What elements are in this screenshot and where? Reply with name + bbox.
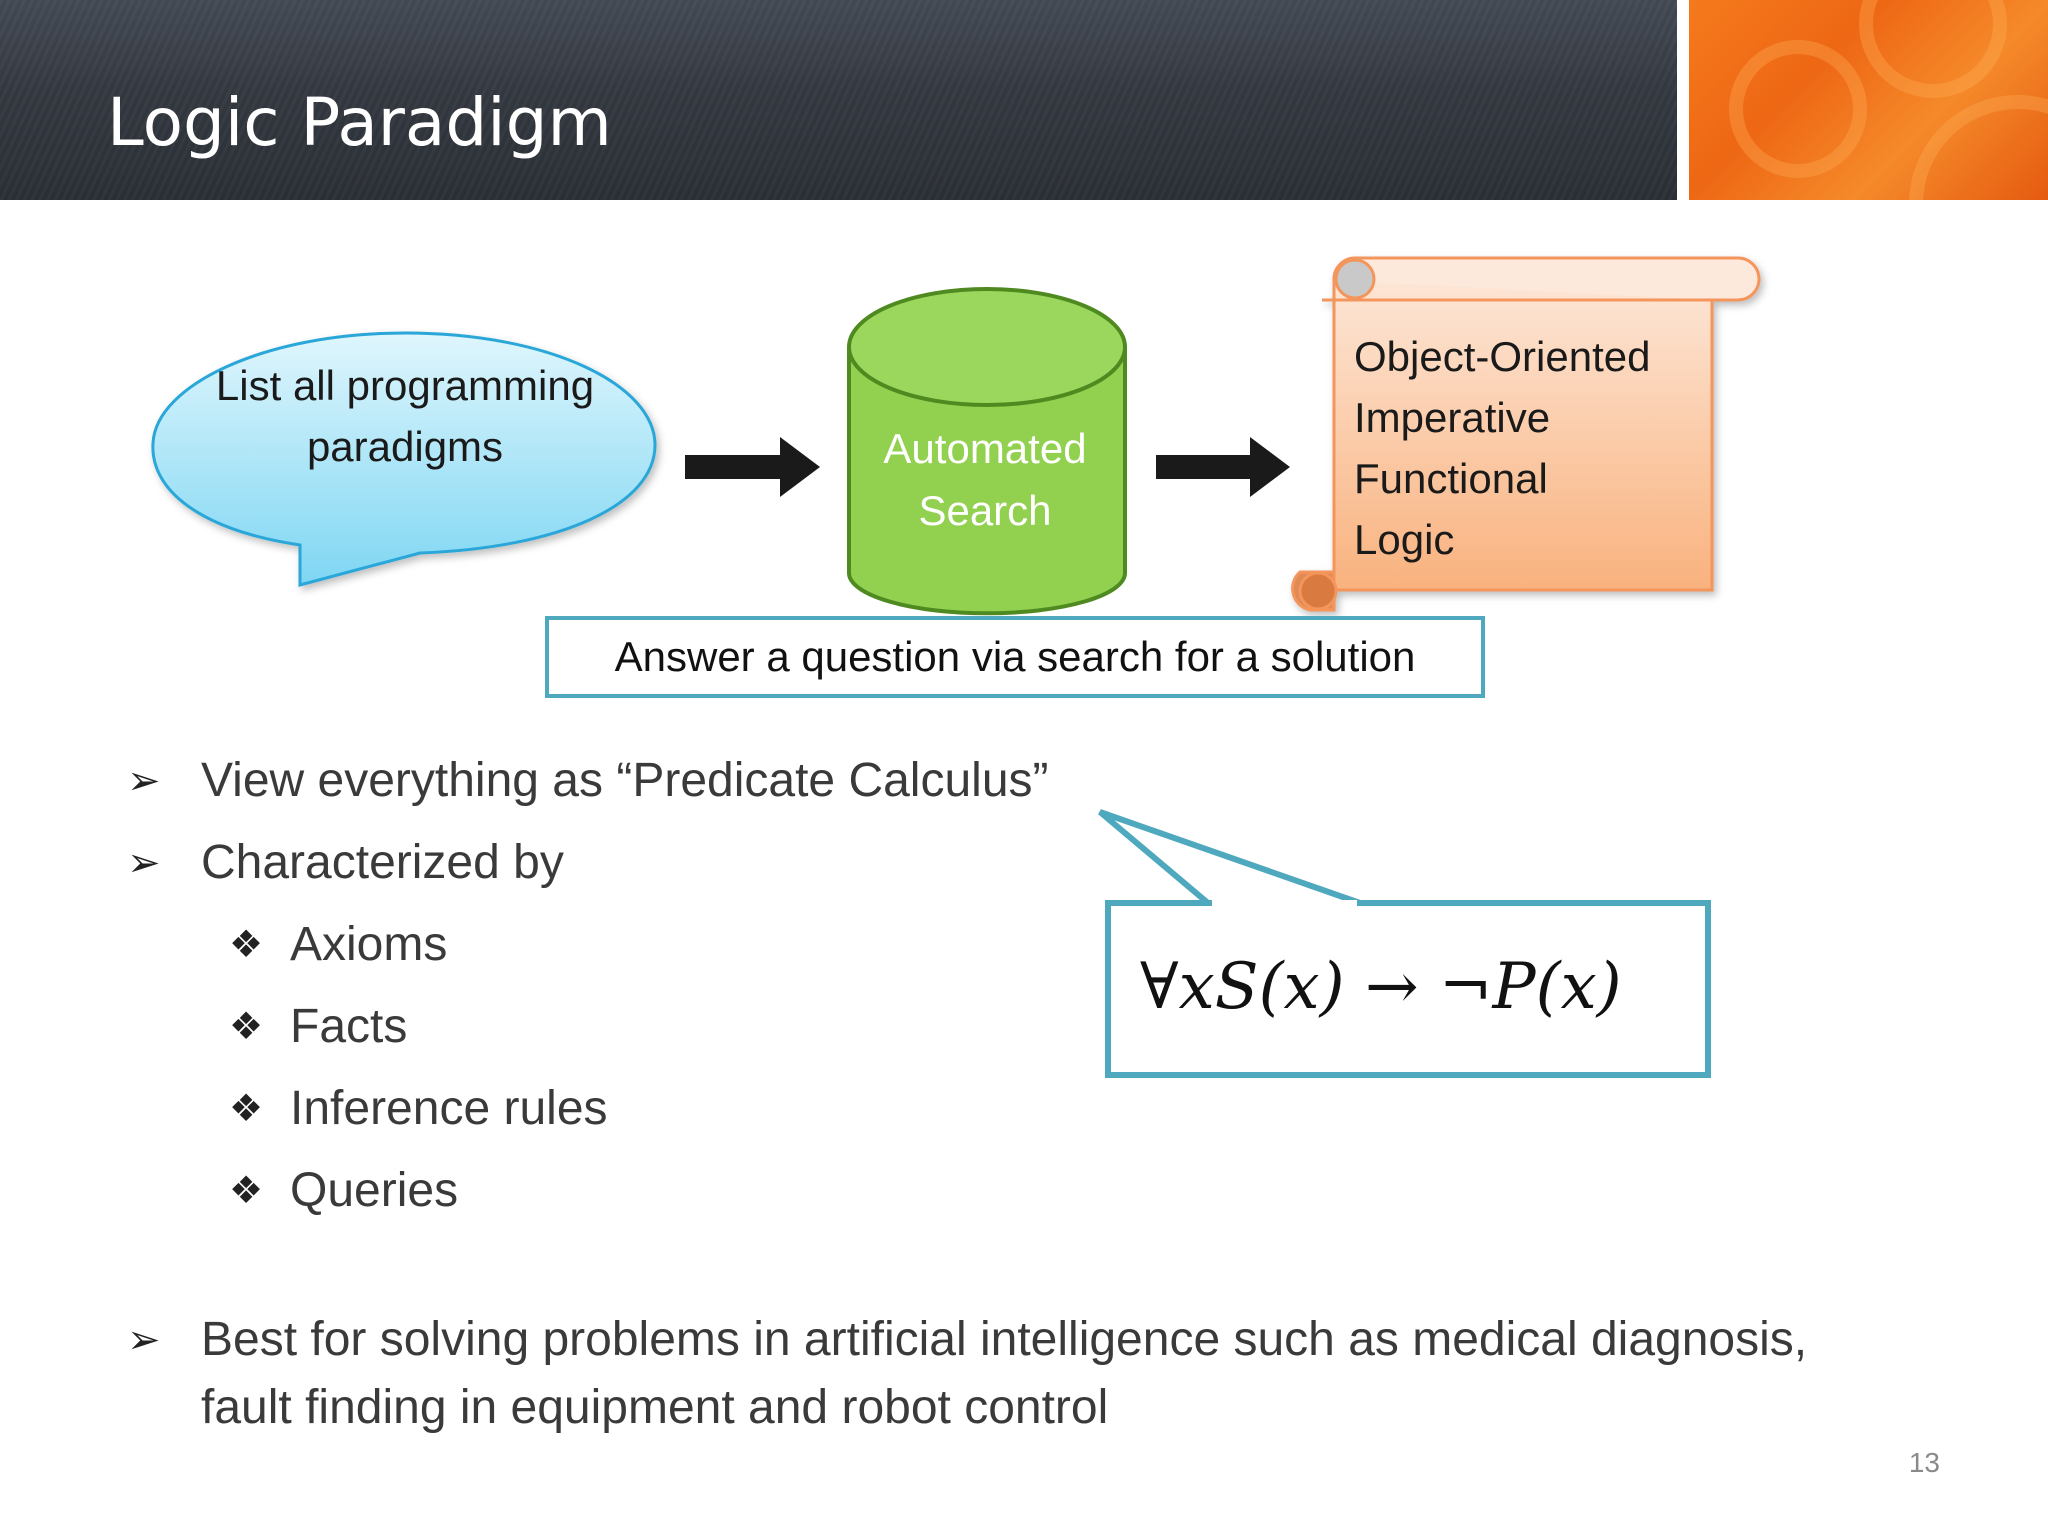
scroll-shape xyxy=(1291,256,1761,612)
paradigm-item: Logic xyxy=(1354,516,1455,563)
paradigm-item: Object-Oriented xyxy=(1354,333,1651,380)
bullet-item: ➢ View everything as “Predicate Calculus… xyxy=(127,747,1049,815)
paradigm-list: Object-Oriented Imperative Functional Lo… xyxy=(1354,326,1650,570)
cylinder-shape xyxy=(847,287,1127,616)
header-band xyxy=(0,0,1677,200)
automated-search-label: Automated Search xyxy=(883,425,1087,534)
slide-title: Logic Paradigm xyxy=(107,84,612,161)
bubble-text: List all programming paradigms xyxy=(215,362,595,470)
sub-bullet-text: Inference rules xyxy=(290,1082,608,1135)
right-arrow-icon xyxy=(1156,437,1290,497)
sub-bullet-item: ❖ Queries xyxy=(229,1157,458,1225)
four-diamond-bullet-icon: ❖ xyxy=(229,1170,264,1212)
arrowhead-bullet-icon: ➢ xyxy=(127,1318,161,1362)
four-diamond-bullet-icon: ❖ xyxy=(229,1006,264,1048)
paradigm-item: Functional xyxy=(1354,455,1548,502)
bullet-text: View everything as “Predicate Calculus” xyxy=(201,754,1049,807)
sub-bullet-item: ❖ Axioms xyxy=(229,911,447,979)
page-number: 13 xyxy=(1908,1447,1940,1478)
sub-bullet-text: Queries xyxy=(290,1164,459,1217)
sub-bullet-text: Facts xyxy=(290,1000,408,1053)
paradigm-item: Imperative xyxy=(1354,394,1551,441)
formula: ∀xS(x) → ¬P(x) xyxy=(1140,950,1622,1024)
header-gap xyxy=(1677,0,1689,200)
arrowhead-bullet-icon: ➢ xyxy=(127,841,161,885)
speech-bubble-shape xyxy=(151,331,657,587)
bullet-text: fault finding in equipment and robot con… xyxy=(201,1381,1109,1434)
bullet-text: Best for solving problems in artificial … xyxy=(201,1313,1808,1366)
bullet-text: Characterized by xyxy=(201,836,564,889)
right-arrow-icon xyxy=(685,437,820,497)
sub-bullet-item: ❖ Inference rules xyxy=(229,1075,608,1143)
formula-callout-shape xyxy=(1098,809,1711,1078)
bullet-item: ➢ Characterized by xyxy=(127,829,564,897)
answer-box: Answer a question via search for a solut… xyxy=(545,616,1485,698)
four-diamond-bullet-icon: ❖ xyxy=(229,924,264,966)
sub-bullet-text: Axioms xyxy=(290,918,448,971)
sub-bullet-item: ❖ Facts xyxy=(229,993,407,1061)
bullet-continuation: fault finding in equipment and robot con… xyxy=(201,1374,1108,1442)
answer-text: Answer a question via search for a solut… xyxy=(614,633,1416,680)
four-diamond-bullet-icon: ❖ xyxy=(229,1088,264,1130)
orange-decor-block xyxy=(1689,0,2048,200)
arrowhead-bullet-icon: ➢ xyxy=(127,759,161,803)
bullet-item: ➢ Best for solving problems in artificia… xyxy=(127,1306,1807,1374)
